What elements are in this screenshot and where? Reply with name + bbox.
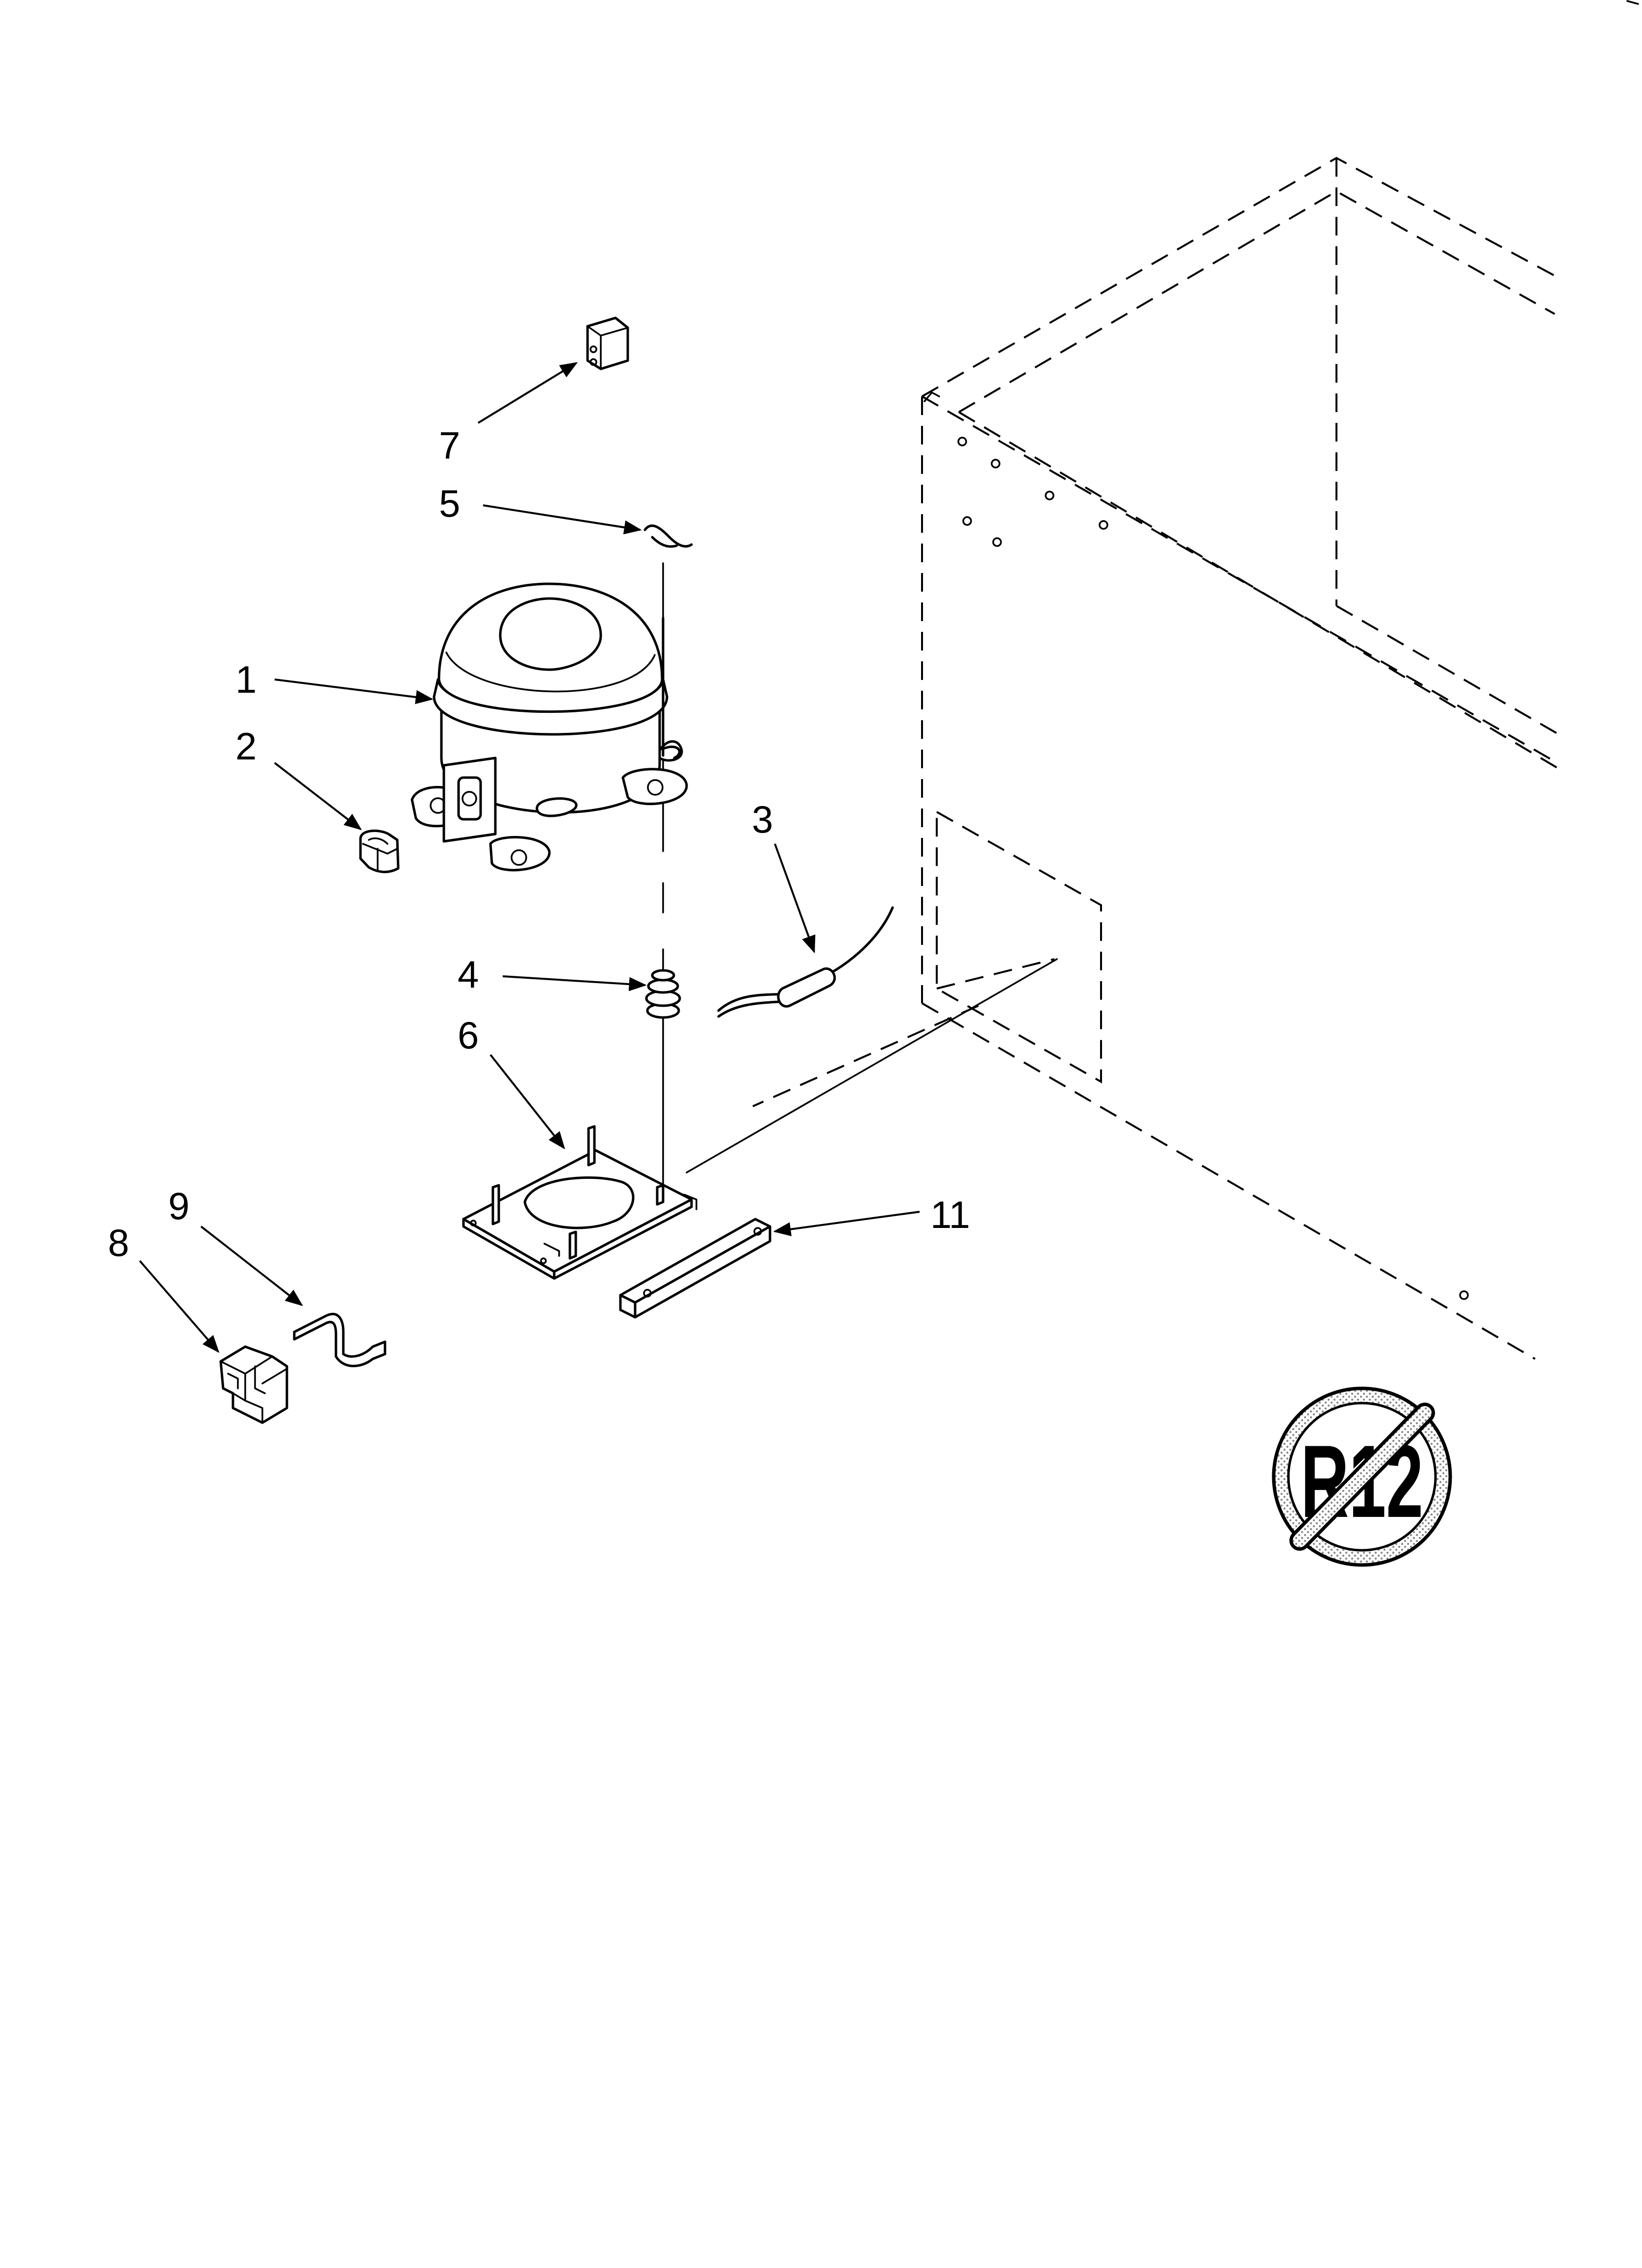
callout-1: 1 xyxy=(235,658,257,701)
compressor-clip-part xyxy=(359,829,400,873)
callout-7: 7 xyxy=(439,424,460,467)
relay-cover-part xyxy=(219,1345,288,1424)
callout-4: 4 xyxy=(458,953,479,996)
relay-module-part xyxy=(586,316,629,370)
callout-8: 8 xyxy=(108,1221,129,1264)
wire-bracket-part xyxy=(293,1312,386,1367)
callout-labels: 7 5 1 2 3 4 6 11 9 8 xyxy=(108,424,970,1264)
grommet-part xyxy=(645,969,681,1019)
no-r12-logo: R12 xyxy=(1272,1386,1452,1567)
leader-lines xyxy=(139,362,920,1353)
corner-mark xyxy=(1626,0,1639,5)
mounting-rail-part xyxy=(619,1218,771,1319)
callout-11: 11 xyxy=(930,1193,970,1236)
drier-tube-part xyxy=(717,906,894,1018)
compressor-part xyxy=(410,582,688,872)
compressor-base-plate-part xyxy=(462,1125,697,1280)
cabinet-outline xyxy=(686,156,1558,1360)
callout-5: 5 xyxy=(439,482,460,525)
callout-2: 2 xyxy=(235,725,257,768)
callout-6: 6 xyxy=(458,1014,479,1057)
callout-3: 3 xyxy=(752,798,773,841)
callout-9: 9 xyxy=(168,1184,189,1227)
retaining-clip-part xyxy=(643,524,693,548)
